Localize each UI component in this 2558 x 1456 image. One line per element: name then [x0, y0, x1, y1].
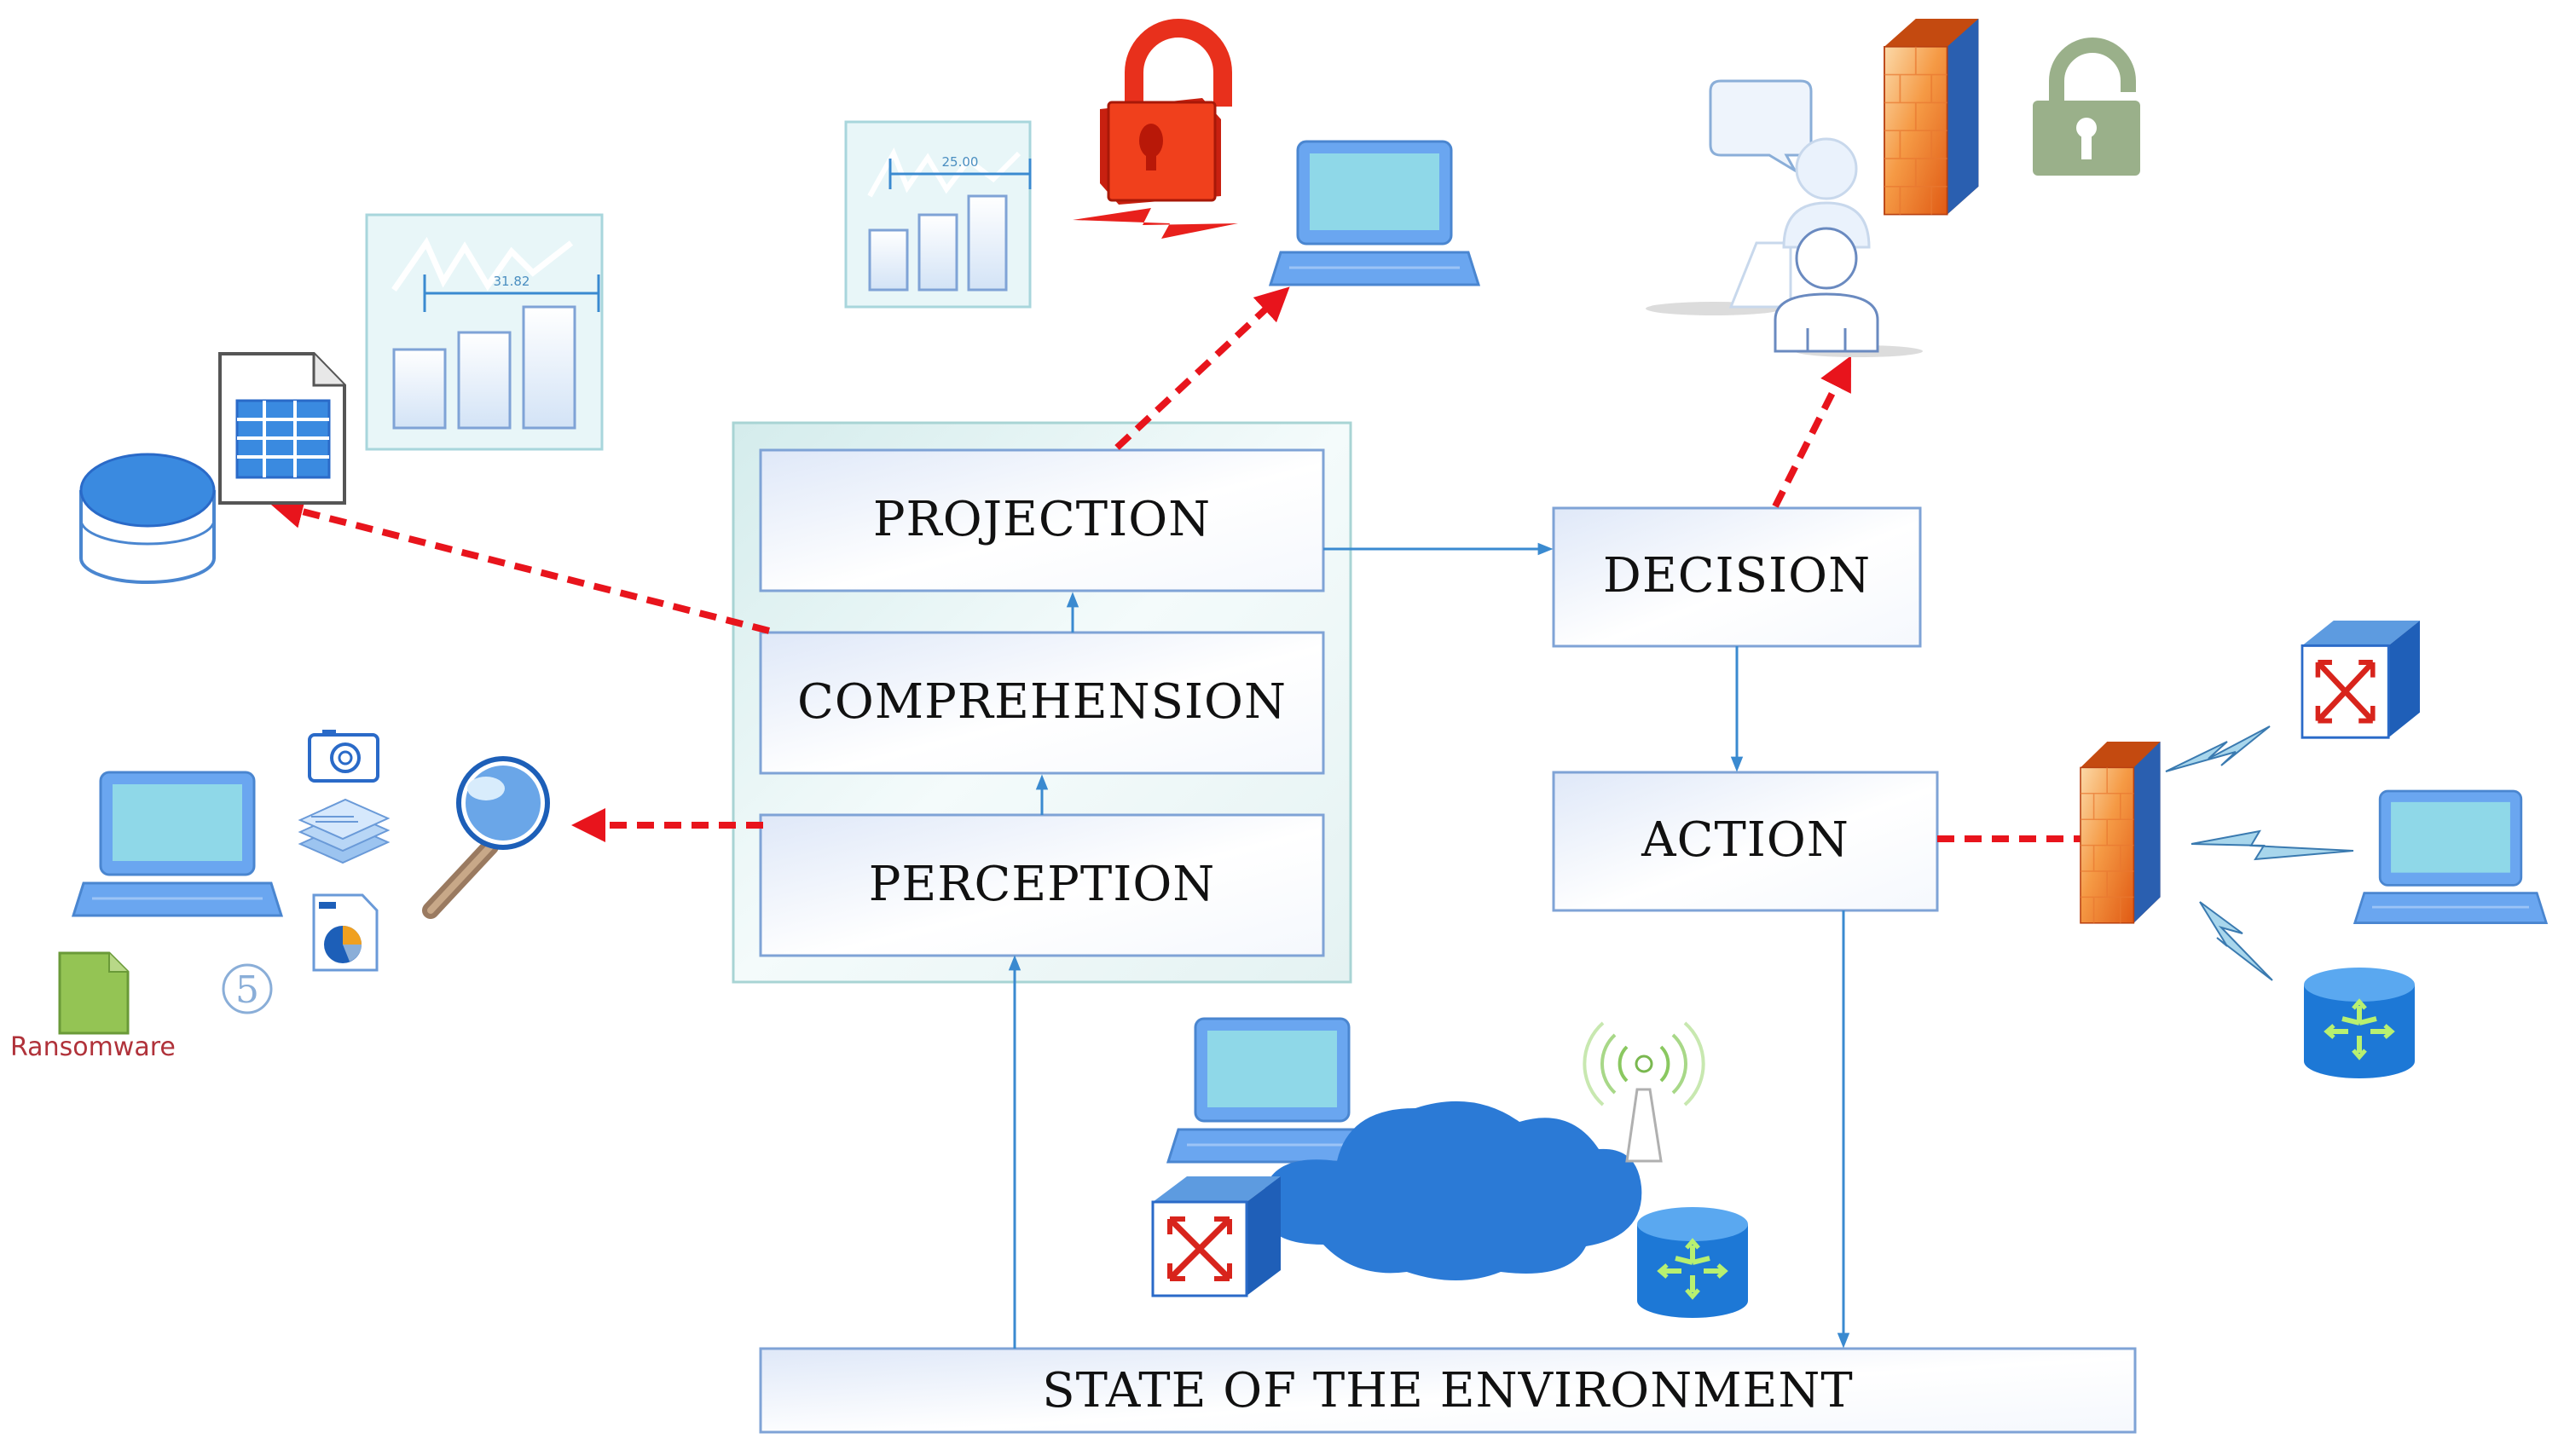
- padlock-locked-icon: [1100, 19, 1232, 205]
- projection-box[interactable]: PROJECTION: [759, 448, 1325, 592]
- decision-label: DECISION: [1603, 548, 1871, 604]
- router-icon: [1637, 1207, 1748, 1318]
- users-icon: [1646, 137, 1923, 357]
- ransomware-label: Ransomware: [10, 1032, 176, 1062]
- action-label: ACTION: [1641, 812, 1849, 868]
- bar-chart-icon: 31.82: [365, 213, 604, 451]
- comprehension-label: COMPREHENSION: [797, 674, 1287, 730]
- bar-chart-icon: 25.00: [844, 120, 1032, 309]
- perception-box[interactable]: PERCEPTION: [759, 813, 1325, 957]
- association-arrows: [269, 286, 2140, 856]
- antenna-icon: [1583, 1021, 1705, 1163]
- projection-to-laptop-arrow: [1114, 286, 1290, 450]
- projection-label: PROJECTION: [873, 492, 1211, 547]
- firewall-icon: [2080, 741, 2162, 924]
- speech-bubble-icon: [1709, 79, 1813, 175]
- environment-box[interactable]: STATE OF THE ENVIRONMENT: [759, 1347, 2137, 1434]
- router-icon: [2304, 968, 2415, 1078]
- spreadsheet-icon: [218, 352, 346, 505]
- svg-text:5: 5: [235, 968, 259, 1012]
- lightning-icon: [2165, 725, 2354, 981]
- file-icon: [58, 951, 130, 1035]
- cloud-icon: [1262, 1101, 1642, 1280]
- magnifier-icon: [422, 756, 550, 919]
- chart-large-value: 31.82: [494, 274, 530, 289]
- action-box[interactable]: ACTION: [1552, 771, 1939, 912]
- perception-label: PERCEPTION: [869, 857, 1216, 912]
- flow-connectors: [1008, 542, 1850, 1349]
- firewall-icon: [1884, 18, 1980, 216]
- padlock-open-icon: [2033, 38, 2140, 176]
- laptop-icon: [2353, 789, 2548, 924]
- camera-icon: [308, 730, 379, 783]
- comprehension-box[interactable]: COMPREHENSION: [759, 631, 1325, 775]
- laptop-icon: [1269, 140, 1480, 286]
- switch-icon: [1153, 1176, 1281, 1296]
- chart-small-value: 25.00: [942, 154, 979, 170]
- dot-net-icon: 5: [222, 963, 273, 1014]
- decision-box[interactable]: DECISION: [1552, 506, 1922, 648]
- decision-to-users-arrow: [1772, 355, 1851, 508]
- lightning-icon: [1073, 208, 1238, 239]
- environment-label: STATE OF THE ENVIRONMENT: [1042, 1363, 1854, 1418]
- report-icon: [312, 893, 379, 972]
- layers-icon: [298, 798, 391, 864]
- database-icon: [79, 453, 216, 584]
- laptop-icon: [72, 771, 283, 917]
- comprehension-to-data-arrow: [269, 494, 770, 634]
- switch-icon: [2302, 621, 2420, 737]
